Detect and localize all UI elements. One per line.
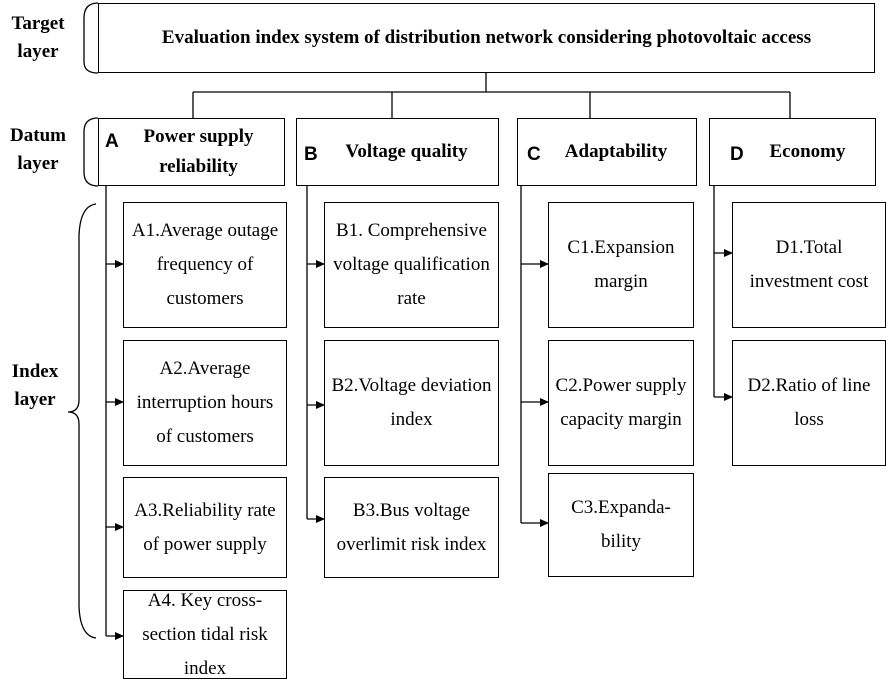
index-a2-label: A2.Average interruption hours of custome… [136,358,274,447]
target-title: Evaluation index system of distribution … [161,27,812,48]
target-layer-label-line2: layer [17,41,59,62]
index-layer-label: Index layer [0,358,70,414]
index-d2-label: D2.Ratio of line loss [747,375,871,430]
index-box-c1: C1.Expansion margin [548,202,694,328]
category-b-letter: B [304,144,318,165]
target-layer-label-line1: Target [11,13,65,34]
datum-layer-label: Datum layer [0,122,76,178]
category-d-name: Economy [769,141,846,162]
category-c-letter: C [527,144,541,165]
index-c3-label: C3.Expanda-bility [571,497,671,552]
index-b1-label: B1. Comprehensive voltage qualification … [333,220,490,309]
target-box: Evaluation index system of distribution … [98,3,875,73]
index-box-c3: C3.Expanda-bility [548,473,694,577]
index-box-a4: A4. Key cross-section tidal risk index [123,590,287,679]
index-layer-label-line2: layer [14,389,56,410]
target-layer-brace [83,2,99,74]
category-box-a: A Power supply reliability [98,118,285,186]
index-a3-label: A3.Reliability rate of power supply [134,499,276,555]
index-a4-label: A4. Key cross-section tidal risk index [142,590,268,679]
index-b2-label: B2.Voltage deviation index [331,375,492,430]
index-box-c2: C2.Power supply capacity margin [548,340,694,466]
category-b-name: Voltage quality [345,141,468,162]
index-box-b2: B2.Voltage deviation index [324,340,499,466]
target-layer-label: Target layer [0,10,76,66]
category-c-name: Adaptability [564,141,668,162]
category-a-letter: A [105,131,119,152]
category-d-letter: D [730,144,744,165]
index-box-a1: A1.Average outage frequency of customers [123,202,287,328]
index-box-b1: B1. Comprehensive voltage qualification … [324,202,499,328]
datum-layer-label-line2: layer [17,153,59,174]
index-box-b3: B3.Bus voltage overlimit risk index [324,477,499,578]
index-layer-label-line1: Index [11,361,59,382]
category-box-b: B Voltage quality [296,118,499,186]
index-box-a3: A3.Reliability rate of power supply [123,477,287,578]
category-box-c: C Adaptability [517,118,697,186]
datum-layer-brace [83,117,99,187]
index-a1-label: A1.Average outage frequency of customers [131,220,279,309]
index-layer-brace [67,203,97,639]
datum-layer-label-line1: Datum [10,125,66,146]
index-c2-label: C2.Power supply capacity margin [555,375,687,430]
index-box-d2: D2.Ratio of line loss [732,340,886,466]
index-d1-label: D1.Total investment cost [749,237,869,292]
index-box-d1: D1.Total investment cost [732,202,886,328]
category-box-d: D Economy [709,118,876,186]
index-b3-label: B3.Bus voltage overlimit risk index [336,499,487,555]
category-a-name: Power supply reliability [143,126,254,177]
index-c1-label: C1.Expansion margin [567,237,675,292]
index-box-a2: A2.Average interruption hours of custome… [123,340,287,466]
